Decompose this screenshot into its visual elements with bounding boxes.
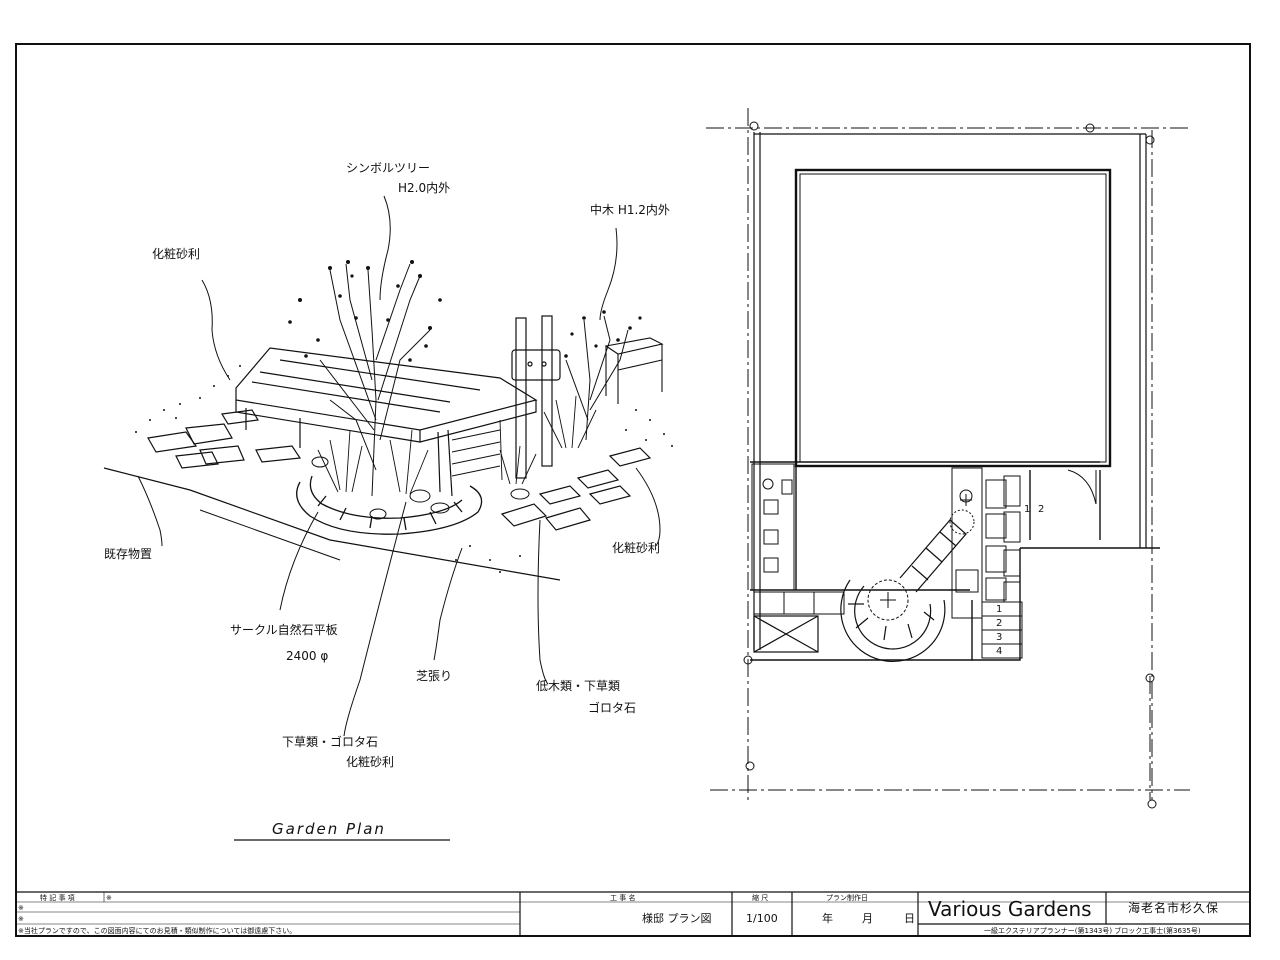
tree-leaves [288, 260, 442, 362]
title-block: 特 記 事 項 ※ ※ ※ ※当社プランですので、この図面内容にてのお見積・類似… [16, 891, 1250, 936]
project-name: 様邸 プラン図 [642, 911, 712, 925]
stepping-stones-left [147, 409, 302, 469]
perspective-sketch: シンボルツリー H2.0内外 中木 H1.2内外 化粧砂利 化粧砂利 既存物置 … [103, 161, 673, 841]
site-plan: 1 2 3 4 1 2 [706, 108, 1190, 809]
ground-line-2 [199, 509, 341, 561]
label-ground-cover: 下草類・ゴロタ石 [282, 734, 378, 749]
date-year: 年 [822, 911, 833, 925]
paving-blocks-right [951, 467, 1021, 619]
label-symbol-tree: シンボルツリー [346, 161, 430, 175]
label-ground-gravel: 化粧砂利 [346, 755, 394, 769]
ground-line [103, 467, 561, 581]
label-mid-tree: 中木 H1.2内外 [590, 202, 670, 217]
house-footprint [794, 168, 1112, 468]
label-gravel-left: 化粧砂利 [152, 247, 200, 261]
side-number-2: 2 [1038, 504, 1044, 515]
label-gravel-right: 化粧砂利 [612, 541, 660, 555]
step-number-4: 4 [996, 646, 1002, 657]
boundary-wall [753, 132, 1147, 650]
label-tree-height: H2.0内外 [398, 181, 450, 195]
garden-region [750, 461, 1160, 661]
fence [451, 419, 503, 481]
gravel-dots [135, 365, 673, 573]
boundary-markers [743, 121, 1157, 809]
symbol-tree [319, 263, 431, 497]
scale-value: 1/100 [746, 912, 778, 925]
date-month: 月 [862, 912, 873, 925]
company-location: 海老名市杉久保 [1128, 900, 1219, 915]
step-number-3: 3 [996, 632, 1002, 643]
sheet-border [15, 43, 1251, 937]
storage-box [753, 615, 819, 653]
door-swing [1067, 469, 1097, 505]
notes-mark-3: ※ [18, 915, 24, 923]
date-day: 日 [904, 912, 915, 925]
step-number-1: 1 [996, 604, 1002, 615]
notes-mark-1: ※ [106, 894, 112, 902]
circle-stone-ring [296, 475, 483, 535]
label-circle-size: 2400 φ [286, 649, 328, 663]
stepping-blocks-left [762, 478, 793, 573]
company-credentials: 一級エクステリアプランナー(第1343号) ブロック工事士(第3635号) [984, 926, 1201, 935]
brick-paving [753, 591, 845, 615]
label-circle-slab: サークル自然石平板 [230, 622, 338, 637]
step-number-2: 2 [996, 618, 1002, 629]
drawing-title: Garden Plan [272, 820, 386, 838]
notes-footer: ※当社プランですので、この図面内容にてのお見積・類似制作については御遠慮下さい。 [18, 926, 296, 935]
mailbox-post [511, 315, 561, 479]
gravel-strip-left [751, 463, 795, 591]
label-existing-shed: 既存物置 [104, 547, 152, 561]
scale-header: 縮 尺 [752, 893, 768, 902]
plan-circle-ring [840, 579, 946, 663]
bench [604, 337, 664, 404]
stepping-stones-right [500, 447, 652, 531]
label-shrubs: 低木類・下草類 [536, 679, 620, 693]
wood-deck [235, 347, 538, 497]
label-lawn: 芝張り [416, 668, 452, 683]
diagonal-path [899, 519, 967, 593]
rocks [311, 456, 530, 520]
site-boundary [706, 108, 1190, 800]
company-name: Various Gardens [928, 897, 1092, 921]
steps [981, 601, 1023, 659]
house-footprint-inner [799, 173, 1107, 463]
notes-header: 特 記 事 項 [40, 893, 75, 902]
plan-tree-symbol [867, 579, 909, 621]
mid-tree [565, 315, 629, 441]
grass-clumps [317, 395, 597, 495]
notes-mark-2: ※ [18, 904, 24, 912]
mid-tree-leaves [564, 310, 642, 358]
plan-shrubs [949, 489, 975, 535]
side-number-1: 1 [1024, 504, 1030, 515]
leader-lines [137, 195, 661, 737]
label-shrubs-stone: ゴロタ石 [588, 700, 636, 715]
project-header: 工 事 名 [610, 893, 635, 902]
date-header: プラン制作日 [826, 893, 868, 902]
